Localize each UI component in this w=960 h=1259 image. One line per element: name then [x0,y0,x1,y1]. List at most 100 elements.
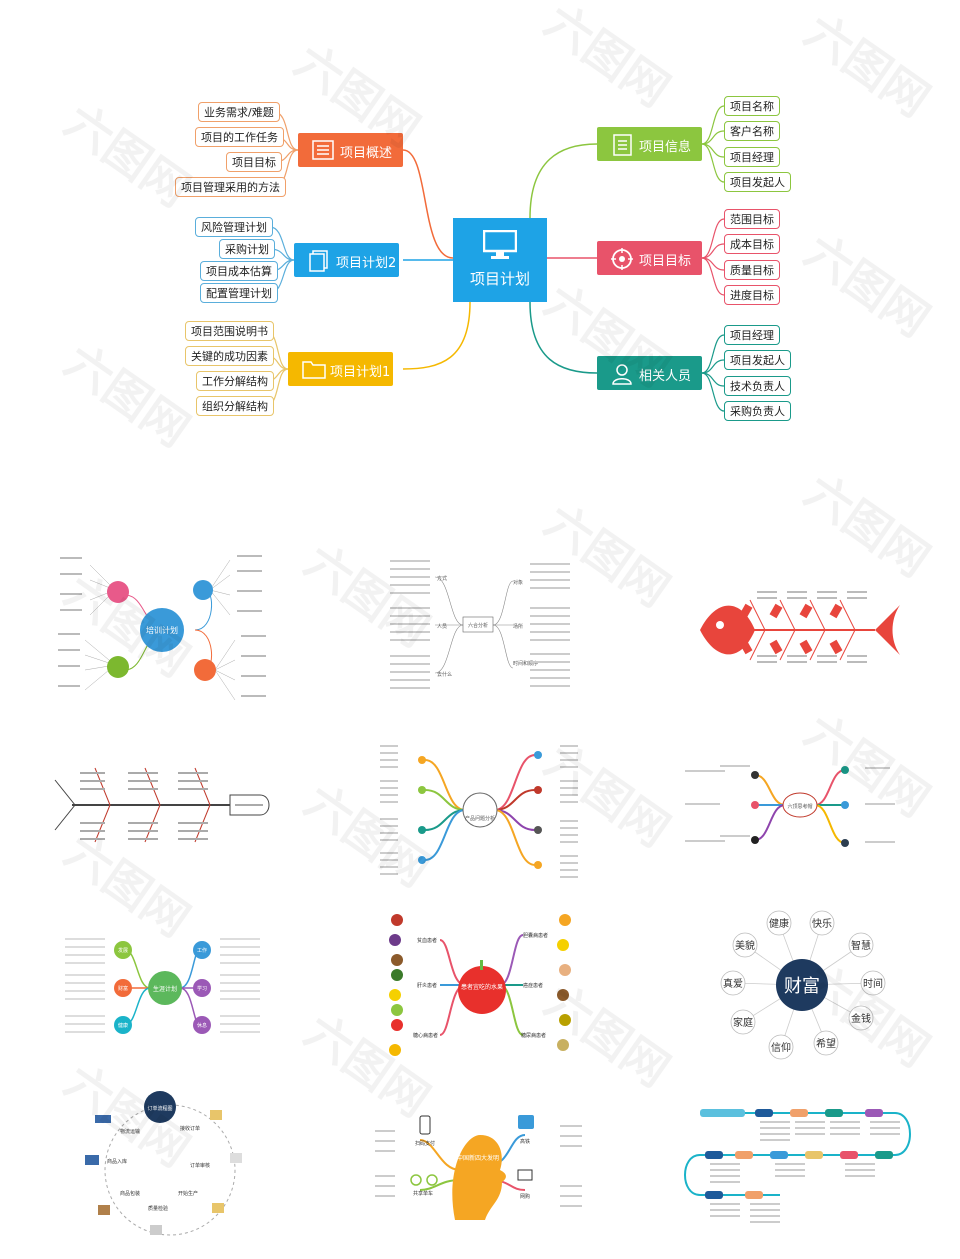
invention-item: 高铁 [520,1138,530,1145]
sixq-label: 方式 [437,575,447,582]
order-step: 接收订单 [180,1125,200,1132]
node-project-overview[interactable]: 项目概述 [298,133,403,167]
leaf[interactable]: 项目范围说明书 [185,321,274,341]
thumbnail-timeline[interactable] [680,1105,920,1230]
leaf[interactable]: 配置管理计划 [200,283,278,303]
training-center-label: 培训计划 [146,625,178,635]
life-item: 健康 [118,1022,128,1029]
thumbnail-product-analysis[interactable]: 产品问题分析 [375,740,585,880]
sixq-label: 对象 [513,579,523,586]
list-icon [312,140,334,160]
life-item: 休息 [197,1022,207,1029]
sixq-label: 人员 [437,624,447,630]
folder-icon [302,361,326,379]
wealth-center: 财富 [784,976,820,997]
life-center: 生涯计划 [153,985,177,993]
watermark: 六图网 [795,463,940,588]
person-icon [612,364,632,385]
leaf[interactable]: 项目名称 [724,96,780,116]
thumbnail-training-plan[interactable]: 培训计划 [55,545,275,715]
fruit-group: 糖尿病患者 [521,1032,546,1039]
life-item: 学习 [197,985,207,992]
node-project-plan-2[interactable]: 项目计划2 [294,243,399,277]
node-label: 项目信息 [639,140,692,155]
leaf[interactable]: 项目管理采用的方法 [175,177,286,197]
sixq-center: 六合分析 [468,622,488,629]
leaf[interactable]: 项目发起人 [724,172,791,192]
target-icon [611,248,633,270]
leaf[interactable]: 组织分解结构 [196,396,274,416]
order-step: 商品入库 [107,1158,127,1165]
sixq-label: 去什么 [437,671,452,678]
center-label: 项目计划 [469,270,530,288]
wealth-item: 希望 [816,1037,836,1050]
center-node[interactable]: 项目计划 [453,218,547,302]
inventions-center: 中国新四大发明 [457,1154,499,1162]
product-center: 产品问题分析 [465,815,495,822]
thumbnail-fishbone-outline[interactable] [50,760,275,850]
leaf[interactable]: 采购计划 [219,239,275,259]
node-label: 项目计划1 [330,365,391,380]
wealth-item: 信仰 [771,1042,791,1054]
leaf[interactable]: 项目目标 [226,152,282,172]
wealth-item: 快乐 [812,918,832,930]
node-project-info[interactable]: 项目信息 [597,127,702,161]
monitor-icon [483,230,517,259]
order-step: 订单审核 [190,1162,210,1169]
fruit-center: 患者宜吃的水果 [461,983,503,991]
wealth-item: 智慧 [851,939,871,952]
thumbnail-order-flow[interactable]: 订单流程图 接收订单 订单审核 开始生产 质量检验 商品包装 商品入库 物流运输 [80,1085,260,1245]
life-item: 发展 [118,947,128,954]
order-step: 商品包装 [120,1190,140,1197]
fruit-group: 贫血患者 [417,937,437,944]
notebook-icon [613,134,632,156]
leaf[interactable]: 质量目标 [724,260,780,280]
watermark: 六图网 [535,973,680,1098]
thumbnail-fishbone-red[interactable] [695,585,910,675]
thumbnail-fruit[interactable]: 患者宜吃的水果 贫血患者 肝炎患者 糖心病患者 胆囊病患者 癌症患者 糖尿病患者 [385,905,580,1065]
leaf[interactable]: 项目经理 [724,325,780,345]
leaf[interactable]: 技术负责人 [724,376,791,396]
leaf[interactable]: 风险管理计划 [195,217,273,237]
order-center: 订单流程图 [147,1105,172,1112]
node-label: 项目概述 [340,146,393,161]
wealth-item: 金钱 [851,1012,871,1025]
leaf[interactable]: 成本目标 [724,234,780,254]
wealth-item: 健康 [769,917,789,930]
leaf[interactable]: 范围目标 [724,209,780,229]
leaf[interactable]: 采购负责人 [724,401,791,421]
invention-item: 共享单车 [413,1190,433,1197]
node-project-goal[interactable]: 项目目标 [597,241,702,275]
life-item: 工作 [197,947,207,954]
fruit-group: 糖心病患者 [413,1032,438,1039]
leaf[interactable]: 业务需求/难题 [198,102,280,122]
fruit-group: 肝炎患者 [417,982,437,989]
node-label: 相关人员 [639,369,692,384]
leaf[interactable]: 项目经理 [724,147,780,167]
node-stakeholders[interactable]: 相关人员 [597,356,702,390]
wealth-item: 时间 [863,977,883,990]
leaf[interactable]: 工作分解结构 [196,371,274,391]
sixq-label: 时间和顺序 [513,660,538,667]
node-label: 项目目标 [639,254,692,269]
life-item: 财富 [118,985,128,992]
leaf[interactable]: 关键的成功因素 [185,346,274,366]
thumbnail-wealth[interactable]: 财富 健康 快乐 智慧 时间 金钱 希望 信仰 家庭 真爱 美貌 [715,905,890,1060]
thumbnail-six-hats[interactable]: 六顶思考帽 [680,755,915,855]
invention-item: 网购 [520,1193,530,1200]
invention-item: 扫码支付 [415,1140,435,1147]
leaf[interactable]: 项目成本估算 [200,261,278,281]
wealth-item: 美貌 [735,939,755,952]
document-icon [309,250,328,272]
leaf[interactable]: 客户名称 [724,121,780,141]
node-project-plan-1[interactable]: 项目计划1 [288,352,393,386]
thumbnail-four-inventions[interactable]: 中国新四大发明 扫码支付 高铁 共享单车 网购 [370,1110,590,1250]
order-step: 质量检验 [148,1205,168,1212]
leaf[interactable]: 项目发起人 [724,350,791,370]
leaf[interactable]: 项目的工作任务 [195,127,284,147]
node-label: 项目计划2 [336,256,397,271]
thumbnail-life-plan[interactable]: 生涯计划 发展 财富 健康 工作 学习 休息 [55,930,275,1045]
thumbnail-six-question[interactable]: 六合分析 方式 人员 去什么 对象 场所 时间和顺序 [385,555,575,695]
leaf[interactable]: 进度目标 [724,285,780,305]
wealth-item: 家庭 [733,1016,753,1029]
